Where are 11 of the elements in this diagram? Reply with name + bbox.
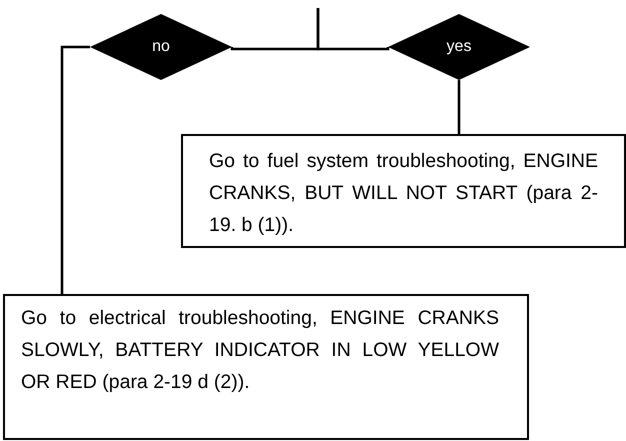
process-box [3, 294, 529, 440]
connector-line [458, 80, 460, 134]
connector-line [316, 8, 390, 50]
connector-line [60, 46, 90, 294]
decision-diamond [388, 14, 530, 80]
process-box [181, 134, 626, 248]
decision-label: no [151, 38, 171, 56]
instruction-text: Go to electrical troubleshooting, ENGINE CRANKS SLOWLY, BATTERY INDICATOR IN LOW YELLOW OR RED (para 2-19 d (2)). [21, 306, 499, 395]
decision-diamond [90, 14, 232, 80]
decision-label: yes [446, 38, 472, 56]
instruction-text: Go to fuel system troubleshooting, ENGINE CRANKS, BUT WILL NOT START (para 2-19. b (1)). [209, 149, 598, 238]
